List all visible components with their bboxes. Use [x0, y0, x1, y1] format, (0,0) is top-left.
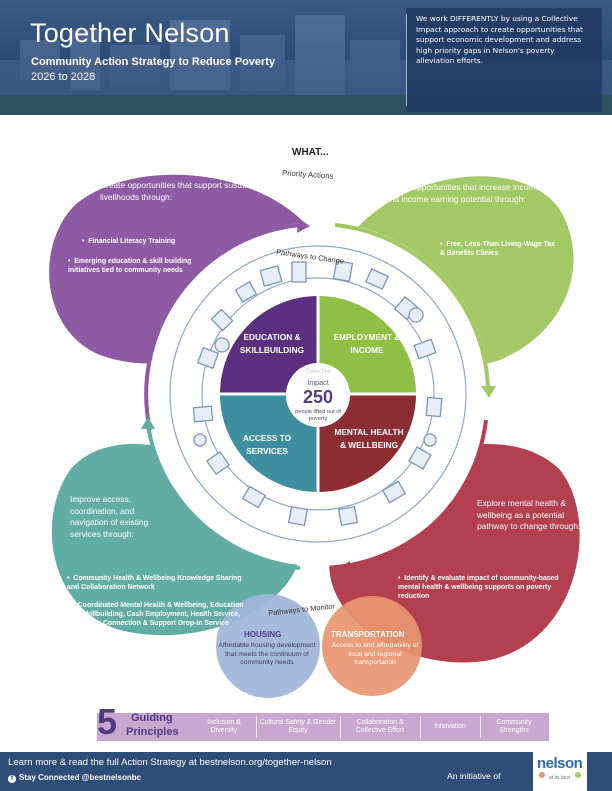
- principle-cultural-safety: Cultural Safety & Gender Equity: [259, 718, 337, 735]
- principle-divider: [256, 716, 257, 738]
- mental-bullet-1: • Identify & evaluate impact of communit…: [398, 575, 559, 600]
- principle-divider: [420, 716, 421, 738]
- impact-caption: people lifted out of poverty: [295, 409, 341, 422]
- principles-bar: [97, 713, 549, 741]
- principle-divider: [340, 716, 341, 738]
- footer: [0, 752, 612, 791]
- nelson-logo-tagline: at its best: [549, 775, 571, 781]
- quadrant-access: ACCESS TO SERVICES: [242, 433, 292, 456]
- education-bullet-2: • Emerging education & skill building in…: [68, 258, 192, 274]
- footer-initiative-label: An initiative of: [447, 771, 501, 781]
- page-title: Together Nelson: [30, 18, 230, 48]
- mental-bullet-1-text: Identify & evaluate impact of community-…: [398, 575, 559, 600]
- quadrant-education: EDUCATION & SKILLBUILDING: [239, 332, 305, 355]
- footer-learn-more[interactable]: Learn more & read the full Action Strate…: [8, 757, 332, 768]
- impact-label: Impact: [307, 378, 329, 387]
- access-leaf-lead: Improve access, coordination, and naviga…: [70, 494, 149, 539]
- principle-community-strengths: Community Strengths: [496, 718, 532, 735]
- employment-leaf-lead: Create opportunities that increase incom…: [385, 182, 541, 204]
- principle-divider: [480, 716, 481, 738]
- logo-dot-icon: [539, 772, 545, 778]
- housing-desc: Affordable housing development that meet…: [218, 642, 316, 667]
- what-label: WHAT...: [292, 147, 329, 158]
- mission-statement-box: We work DIFFERENTLY by using a Collectiv…: [406, 8, 602, 112]
- housing-bubble: [216, 594, 320, 698]
- page-subtitle: Community Action Strategy to Reduce Pove…: [31, 56, 276, 68]
- impact-collective-word: Collective: [304, 369, 331, 375]
- transportation-title: TRANSPORTATION: [331, 630, 405, 639]
- mission-statement: We work DIFFERENTLY by using a Collectiv…: [416, 14, 583, 65]
- education-bullet-1: • Financial Literacy Training: [82, 238, 176, 245]
- footer-connect-text: Stay Connected @bestnelsonbc: [19, 773, 142, 782]
- mental-leaf-lead: Explore mental health & wellbeing as a p…: [477, 498, 581, 531]
- nelson-logo-word: nelson: [537, 755, 583, 772]
- header-banner: Together Nelson Community Action Strateg…: [0, 0, 612, 115]
- nelson-logo: [533, 752, 587, 791]
- principle-inclusion: Inclusion & Diversity: [207, 718, 241, 735]
- education-bullet-2-text: Emerging education & skill building init…: [68, 258, 192, 274]
- education-leaf-lead: Create opportunities that support sustai…: [100, 180, 267, 202]
- housing-title: HOUSING: [244, 630, 282, 639]
- impact-value: 250: [302, 387, 334, 407]
- collective-impact-circle: Collective Impact 250 people lifted out …: [286, 363, 350, 427]
- principles-number: 5: [97, 701, 118, 742]
- principle-innovation: Innovation: [434, 722, 466, 730]
- transportation-desc: Access to and affordability of local and…: [331, 642, 419, 667]
- strategy-years: 2026 to 2028: [31, 71, 96, 83]
- statement-divider: [406, 14, 407, 106]
- principles-word-principles: Principles: [126, 726, 179, 738]
- employment-bullet-1-text: Free, Less-Than Living-Wage Tax & Benefi…: [440, 241, 555, 257]
- quadrant-mental: MENTAL HEALTH & WELLBEING: [334, 427, 404, 450]
- education-bullet-1-text: Financial Literacy Training: [88, 238, 176, 245]
- access-bullet-1-text: Community Health & Wellbeing Knowledge S…: [67, 575, 242, 591]
- principle-collaboration: Collaboration & Collective Effort: [355, 718, 405, 735]
- access-bullet-1: • Community Health & Wellbeing Knowledge…: [67, 575, 242, 591]
- access-bullet-2-text: Coordinated Mental Health & Wellbeing, E…: [74, 602, 244, 627]
- employment-bullet-1: • Free, Less-Than Living-Wage Tax & Bene…: [440, 241, 555, 257]
- quadrant-employment: EMPLOYMENT & INCOME: [333, 332, 401, 355]
- logo-dot-icon: [575, 772, 581, 778]
- access-bullet-2: • Coordinated Mental Health & Wellbeing,…: [71, 602, 244, 627]
- transport-bubble: [322, 596, 422, 696]
- facebook-icon: f: [8, 775, 16, 783]
- principles-word-guiding: Guiding: [131, 712, 173, 724]
